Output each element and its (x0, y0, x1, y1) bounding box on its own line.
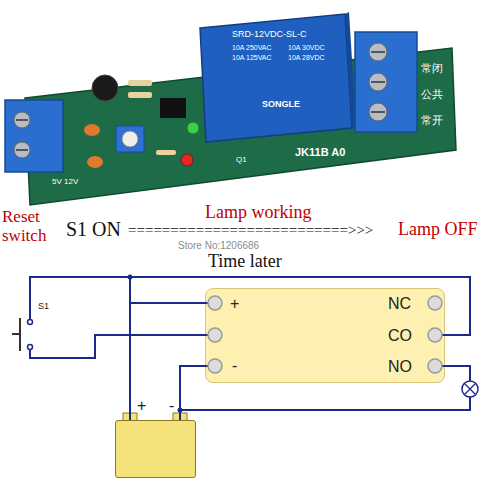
lamp-symbol (465, 384, 476, 395)
pin-label: CO (388, 327, 412, 345)
pin-terminal (208, 359, 222, 373)
terminal-block-right (355, 32, 417, 132)
lamp-symbol (462, 381, 478, 397)
push-switch (12, 333, 20, 335)
components (116, 126, 144, 152)
pin-terminal (428, 359, 442, 373)
terminal-block-right (369, 73, 387, 91)
terminal-block-left (14, 142, 30, 158)
components (187, 122, 199, 134)
wire (445, 366, 470, 381)
pin-label: + (230, 295, 239, 313)
components (128, 92, 152, 98)
relay-rating: 10A 125VAC (232, 54, 272, 62)
watermark: Store No:1206686 (178, 240, 259, 251)
wire (130, 277, 470, 420)
voltage-mark: 5V 12V (52, 178, 78, 187)
lamp-symbol (465, 384, 476, 395)
pin-label: NO (388, 358, 412, 376)
relay-module: + - NC CO NO (205, 288, 445, 383)
caption-text: Lamp OFF (398, 220, 478, 240)
battery: +- (115, 420, 196, 478)
terminal-block-left (16, 149, 28, 151)
caption-text: Lamp working (205, 203, 311, 223)
terminal-block-right (371, 111, 385, 113)
pin-terminal (208, 328, 222, 342)
components (160, 98, 186, 118)
terminal-label: 公共 (421, 88, 443, 100)
relay-board (200, 14, 352, 142)
pin-label: NC (388, 295, 411, 313)
components (84, 124, 100, 136)
caption-text: Reset switch (2, 208, 64, 245)
brand-mark: SONGLE (262, 100, 300, 110)
caption-text: S1 ON (66, 218, 121, 240)
relay-model: SRD-12VDC-SL-C (232, 30, 307, 40)
components (181, 154, 193, 166)
terminal-block-right (371, 51, 385, 53)
board-model: JK11B A0 (295, 146, 345, 158)
pin-terminal (428, 328, 442, 342)
pin-terminal (428, 296, 442, 310)
pin-label: - (232, 357, 237, 375)
terminal-block-left (5, 100, 63, 172)
junction-dot (128, 275, 183, 413)
caption-text: Time later (208, 252, 282, 272)
relay-rating: 10A 28VDC (288, 54, 325, 62)
pin-label: + (137, 397, 146, 415)
components (128, 80, 152, 86)
part-name: Q1 (236, 156, 247, 165)
part-name: S1 (38, 302, 49, 312)
terminal-block-left (16, 119, 28, 121)
components (87, 156, 103, 168)
terminal-block-right (369, 103, 387, 121)
relay-rating: 10A 250VAC (232, 44, 272, 52)
lamp-symbol (462, 381, 478, 397)
terminal-label: 常开 (421, 114, 443, 126)
wire (180, 397, 470, 410)
push-switch (28, 345, 33, 350)
wire (180, 366, 205, 420)
components (84, 75, 199, 168)
push-switch (28, 320, 33, 325)
terminal-block-right (371, 81, 385, 83)
wire (30, 277, 470, 410)
components (92, 75, 118, 101)
pin-label: - (169, 397, 174, 415)
components (122, 131, 138, 147)
wire (30, 277, 130, 320)
terminal-block-left (14, 112, 30, 128)
terminal-block-left (5, 100, 63, 172)
relay-board (25, 12, 456, 205)
terminal-block-right (355, 32, 417, 132)
wire (130, 303, 205, 420)
terminal-label: 常闭 (421, 62, 443, 74)
terminal-block-right (369, 43, 387, 61)
arrow-text: ==========================>>> (128, 222, 373, 239)
components (156, 150, 176, 155)
push-switch (12, 318, 33, 351)
relay-rating: 10A 30VDC (288, 44, 325, 52)
wire (30, 335, 205, 358)
pin-terminal (208, 296, 222, 310)
